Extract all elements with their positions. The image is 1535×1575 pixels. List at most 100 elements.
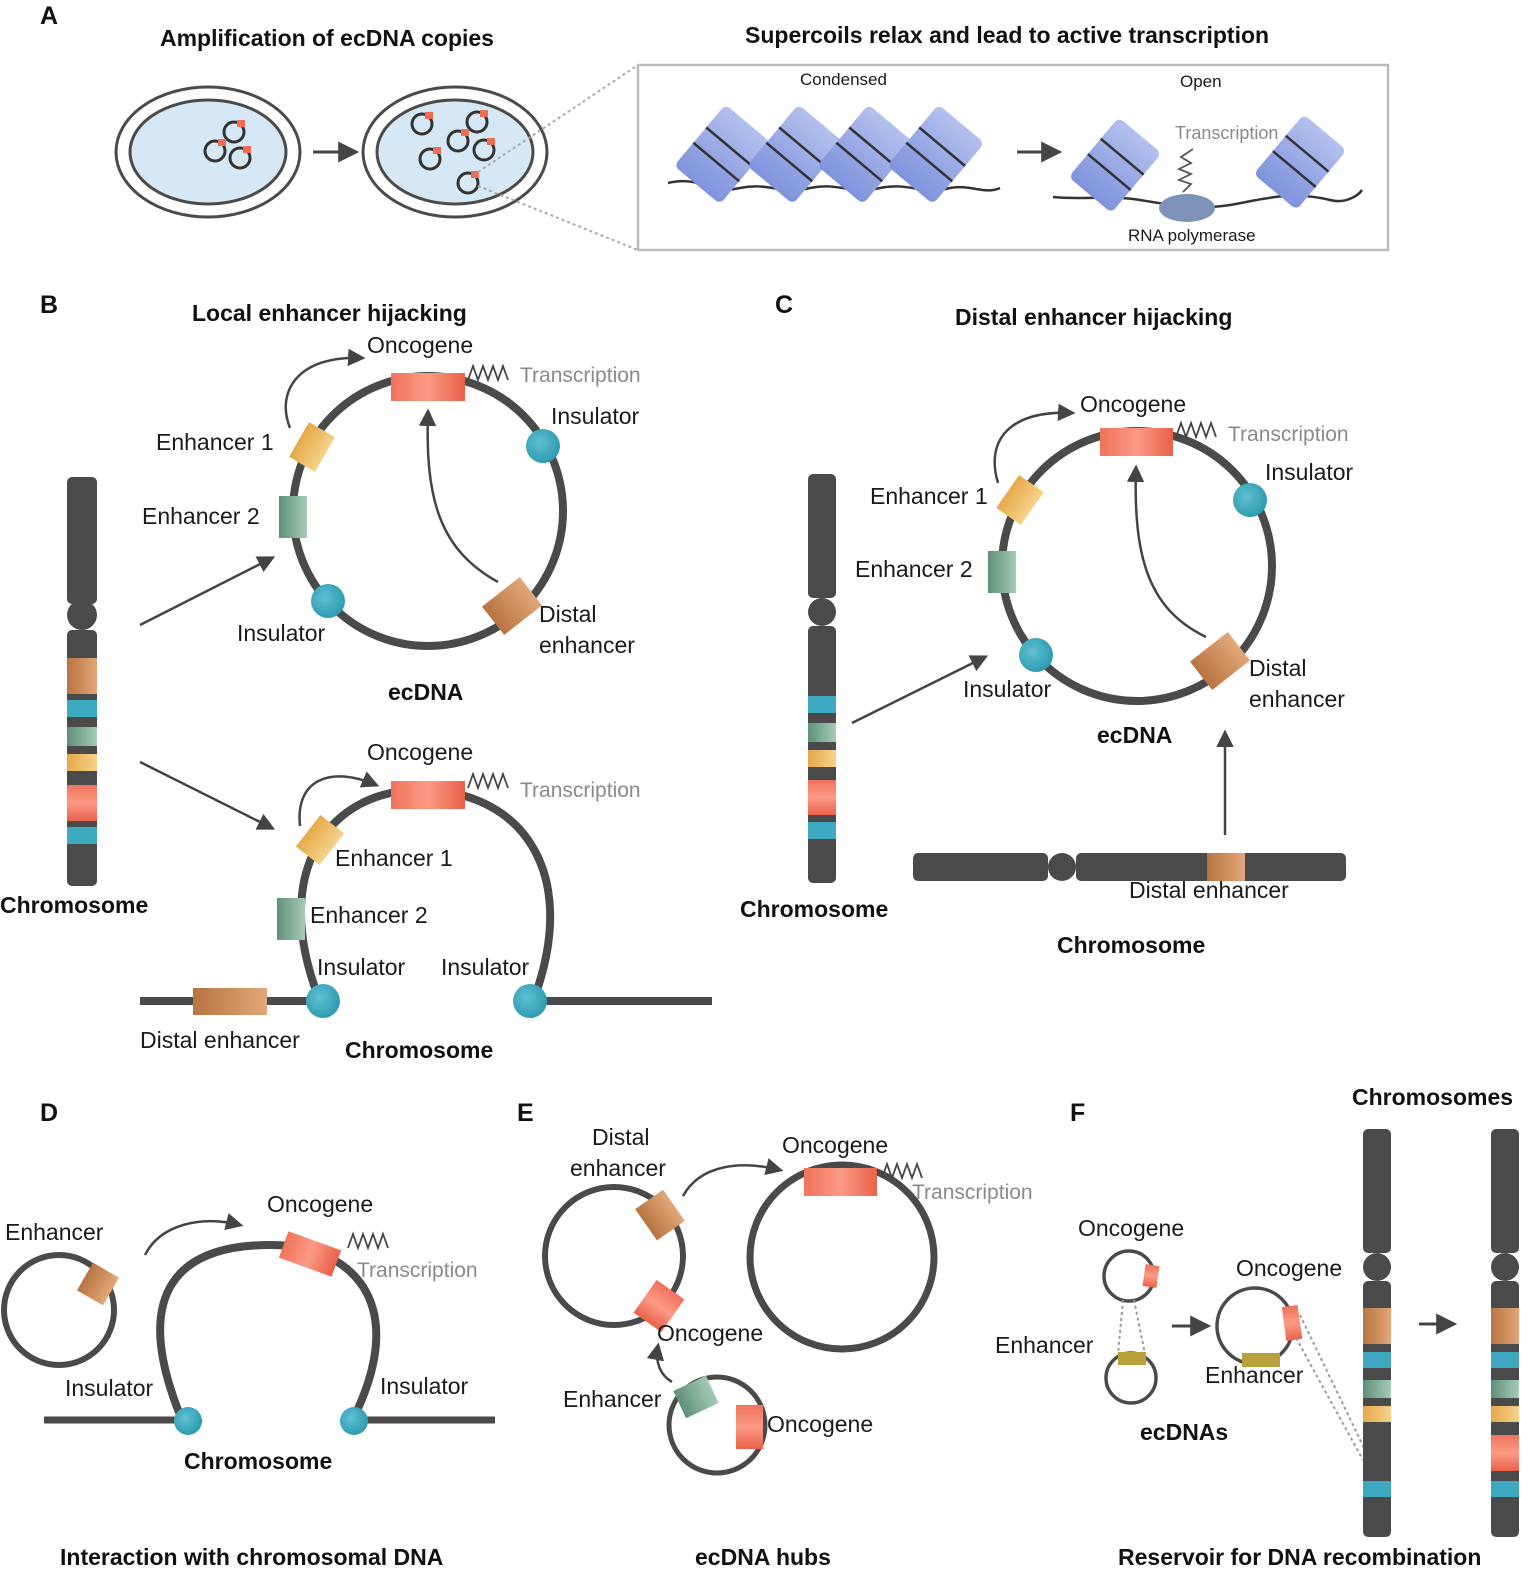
label-transcription-b2: Transcription: [520, 779, 641, 802]
label-insulator-d-left: Insulator: [65, 1375, 154, 1401]
label-chromosome-b2: Chromosome: [345, 1037, 493, 1063]
label-oncogene-c: Oncogene: [1080, 391, 1186, 417]
insulator-d-left: [174, 1407, 202, 1435]
panel-letter-d: D: [40, 1099, 58, 1127]
chromosome-f-before: [1363, 1129, 1391, 1537]
insulator-b-top: [526, 429, 560, 463]
oncogene-block-c: [1100, 428, 1173, 456]
label-insulator-c-top: Insulator: [1265, 459, 1354, 485]
label-transcription-b: Transcription: [520, 364, 641, 387]
recomb-line-f2: [1133, 1299, 1146, 1355]
transcription-wave-b2: [467, 771, 509, 791]
label-chromosome-b: Chromosome: [0, 892, 148, 918]
oncogene-block-b: [391, 373, 465, 401]
enhancer1-block-b2: [295, 815, 345, 865]
enhancer1-block-c: [996, 475, 1044, 525]
rna-polymerase: [1159, 194, 1215, 222]
insulator-d-right: [340, 1407, 368, 1435]
distal-arrow-b: [418, 408, 499, 584]
panel-a: A Amplification of ecDNA copies Supercoi…: [40, 2, 1390, 252]
enhancer-block-e: [673, 1375, 719, 1419]
label-insulator-b2-left: Insulator: [317, 954, 406, 980]
transcription-wave-d: [347, 1231, 389, 1251]
arrow-e-hub: [681, 1158, 784, 1197]
chromosome-f-after: [1491, 1129, 1519, 1537]
oncogene-block-f2: [1281, 1305, 1303, 1341]
label-chromosome-c-bottom: Chromosome: [1057, 932, 1205, 958]
oncogene-block-e-bottom: [736, 1405, 763, 1449]
label-distal-enhancer-c: Distal enhancer: [1129, 877, 1289, 903]
panel-e: E Distal enhancer Oncogene Transcription…: [517, 1099, 1033, 1570]
enhancer2-block-b: [279, 496, 307, 538]
panel-a-title-left: Amplification of ecDNA copies: [160, 25, 494, 51]
arrow-to-ecdna-b: [139, 556, 276, 627]
caption-f: Reservoir for DNA recombination: [1118, 1544, 1481, 1570]
zoom-line-bottom: [477, 185, 639, 251]
label-oncogene-e-bottom: Oncogene: [767, 1411, 873, 1437]
label-oncogene-f-mid: Oncogene: [1236, 1255, 1342, 1281]
caption-e: ecDNA hubs: [695, 1544, 831, 1570]
label-ecdna-b: ecDNA: [388, 679, 463, 705]
ecdna-merged-f: [1215, 1286, 1295, 1366]
label-distal-enhancer-b2: Distal enhancer: [140, 1027, 300, 1053]
label-distal-b-2: enhancer: [539, 632, 635, 658]
insulator-b-bottom: [311, 584, 345, 618]
oncogene-block-f1: [1142, 1264, 1160, 1288]
label-transcription-e: Transcription: [912, 1181, 1033, 1204]
label-distal-c-1: Distal: [1249, 655, 1307, 681]
label-transcription-d: Transcription: [357, 1259, 478, 1282]
label-insulator-c-bottom: Insulator: [963, 676, 1052, 702]
distal-enhancer-block-e: [635, 1189, 685, 1241]
label-insulator-b-bottom: Insulator: [237, 620, 326, 646]
label-ecdna-c: ecDNA: [1097, 722, 1172, 748]
label-insulator-b-top: Insulator: [551, 403, 640, 429]
label-enhancer-e: Enhancer: [563, 1386, 662, 1412]
nucleosome-c2: [749, 106, 842, 202]
insulator-c-top: [1233, 483, 1267, 517]
loop-arrow-b1: [284, 348, 366, 429]
cell-before: [114, 85, 302, 219]
label-open: Open: [1180, 72, 1222, 91]
insulator-b2-right: [513, 984, 547, 1018]
nucleosome-c4: [889, 106, 982, 202]
label-distal-e-1: Distal: [592, 1124, 650, 1150]
enhancer-block-f1: [1118, 1352, 1146, 1365]
ecdna-circle-e3: [666, 1374, 768, 1476]
label-enhancer2-c: Enhancer 2: [855, 556, 973, 582]
enhancer2-block-b2: [277, 898, 305, 940]
label-insulator-b2-right: Insulator: [441, 954, 530, 980]
label-condensed: Condensed: [800, 70, 887, 89]
panel-letter-b: B: [40, 291, 58, 319]
label-distal-b-1: Distal: [539, 601, 597, 627]
label-distal-c-2: enhancer: [1249, 686, 1345, 712]
chromatin-loop-d: [156, 1240, 381, 1417]
label-rna-polymerase: RNA polymerase: [1128, 226, 1256, 245]
oncogene-block-e-mid: [633, 1279, 685, 1333]
label-chromosomes-f: Chromosomes: [1352, 1084, 1513, 1110]
panel-c-title: Distal enhancer hijacking: [955, 304, 1232, 330]
nucleosome-c3: [819, 106, 912, 202]
recomb-line-f1: [1117, 1299, 1124, 1355]
panel-a-title-right: Supercoils relax and lead to active tran…: [745, 22, 1269, 48]
enhancer-block-d: [77, 1262, 119, 1306]
panel-b: B Local enhancer hijacking Chromosome On…: [0, 291, 712, 1063]
open-chromatin: [1052, 116, 1364, 222]
transcription-wave-c: [1175, 420, 1217, 440]
oncogene-block-d: [278, 1231, 342, 1277]
chromosome-vertical-b: [67, 477, 97, 886]
label-oncogene-b2: Oncogene: [367, 739, 473, 765]
ecdna-circle-e1: [542, 1184, 686, 1328]
label-oncogene-e-top: Oncogene: [782, 1132, 888, 1158]
loop-arrow-c: [993, 403, 1076, 484]
transcription-wave-e: [881, 1161, 923, 1181]
label-enhancer1-c: Enhancer 1: [870, 483, 988, 509]
label-enhancer1-b2: Enhancer 1: [335, 845, 453, 871]
transcript-wave: [1176, 148, 1194, 193]
panel-letter-c: C: [775, 291, 793, 319]
transcription-wave-b1: [467, 363, 509, 383]
enhancer2-block-c: [988, 551, 1016, 593]
label-chromosome-d: Chromosome: [184, 1448, 332, 1474]
panel-letter-a: A: [40, 2, 58, 30]
oncogene-block-b2: [391, 781, 465, 809]
